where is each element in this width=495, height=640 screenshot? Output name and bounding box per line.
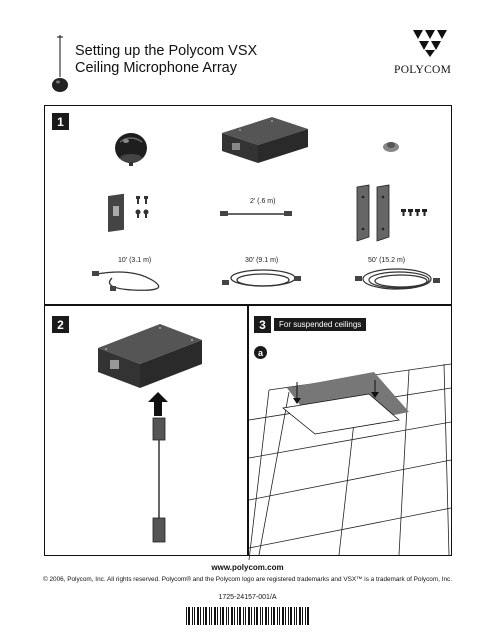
copyright-notice: © 2006, Polycom, Inc. All rights reserve… bbox=[42, 576, 452, 583]
interface-box-icon bbox=[222, 117, 308, 163]
step3-number: 3 bbox=[254, 316, 271, 333]
step2-interface-box-icon bbox=[98, 324, 202, 388]
page-title: Setting up the Polycom VSX Ceiling Micro… bbox=[75, 43, 257, 77]
step1-panel bbox=[44, 105, 452, 305]
short-cable-label: 2' (.6 m) bbox=[250, 198, 276, 205]
polycom-brand: POLYCOM bbox=[394, 64, 452, 76]
barcode-icon bbox=[186, 607, 309, 625]
microphone-icon bbox=[115, 133, 147, 166]
step1-number: 1 bbox=[52, 113, 69, 130]
part-number: 1725-24157-001/A bbox=[218, 594, 277, 601]
cable-50-icon bbox=[355, 268, 440, 290]
short-cable-icon bbox=[220, 211, 292, 216]
website-url[interactable]: www.polycom.com bbox=[211, 563, 284, 572]
polycom-logo-icon bbox=[413, 30, 447, 57]
wall-plate-icon bbox=[108, 193, 149, 232]
page-title-line2: Ceiling Microphone Array bbox=[75, 60, 237, 76]
cable-50-label: 50' (15.2 m) bbox=[368, 257, 406, 264]
cable-10-label: 10' (3.1 m) bbox=[118, 257, 152, 264]
ceiling-grid-illustration bbox=[248, 363, 452, 561]
up-arrow-icon bbox=[148, 392, 168, 416]
page-title-line1: Setting up the Polycom VSX bbox=[75, 43, 258, 59]
cable-30-label: 30' (9.1 m) bbox=[245, 257, 279, 264]
step3-substep-a: a bbox=[254, 346, 267, 359]
cable-30-icon bbox=[222, 269, 301, 287]
hanging-microphone-illustration bbox=[52, 35, 68, 92]
step2-panel bbox=[44, 305, 248, 556]
step2-cable-icon bbox=[152, 417, 166, 543]
cable-10-icon bbox=[92, 271, 160, 291]
step3-banner: For suspended ceilings bbox=[274, 318, 367, 331]
step3-panel bbox=[248, 305, 452, 556]
mounting-brackets-icon bbox=[356, 184, 427, 242]
step2-number: 2 bbox=[52, 316, 69, 333]
rubber-foot-icon bbox=[383, 142, 399, 152]
